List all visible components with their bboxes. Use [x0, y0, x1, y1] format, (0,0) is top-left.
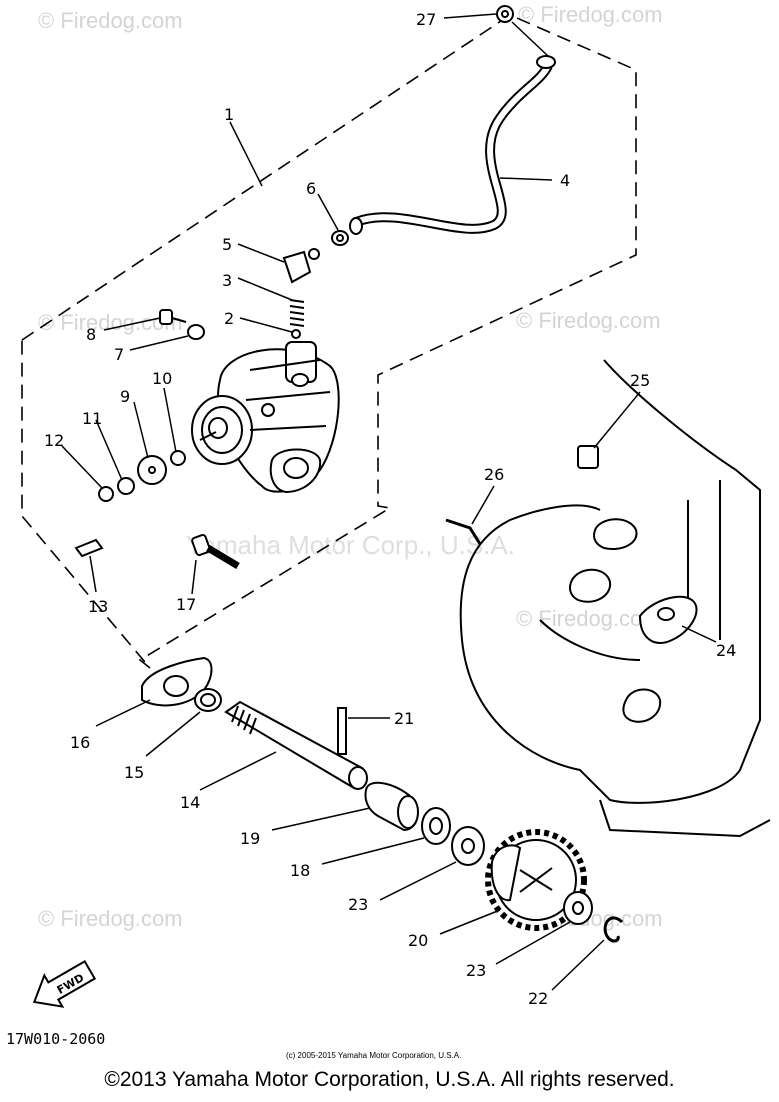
cover-9-center: [148, 466, 156, 474]
callout-2: 2: [224, 309, 234, 328]
washer-11: [117, 477, 135, 495]
callout-23: 23: [348, 895, 368, 914]
callout-5: 5: [222, 235, 232, 254]
callout-27: 27: [416, 10, 436, 29]
oil-pipe-highlight: [354, 64, 551, 232]
assembly-boundary: [21, 14, 637, 669]
nut-12: [98, 486, 114, 502]
callout-23-b: 23: [466, 961, 486, 980]
oil-pipe: [354, 63, 553, 234]
collar-19-end: [397, 795, 419, 829]
clamp-25: [577, 445, 599, 469]
washer-6-inner: [336, 234, 344, 242]
callout-10: 10: [152, 369, 172, 388]
watermark: © Firedog.com: [518, 2, 663, 27]
small-copyright: (c) 2005-2015 Yamaha Motor Corporation, …: [286, 1051, 461, 1060]
callout-4: 4: [560, 171, 570, 190]
callout-25: 25: [630, 371, 650, 390]
callout-11: 11: [82, 409, 102, 428]
watermark: © Firedog.com: [38, 8, 183, 33]
callout-26: 26: [484, 465, 504, 484]
callout-16: 16: [70, 733, 90, 752]
watermark: © Firedog.com: [38, 906, 183, 931]
screw-8-shank: [171, 317, 187, 323]
washer-23-b-inner: [572, 901, 584, 915]
callout-24: 24: [716, 641, 736, 660]
gasket-16-hole: [163, 675, 189, 697]
pipe-end: [349, 217, 363, 235]
callout-6: 6: [306, 179, 316, 198]
callout-8: 8: [86, 325, 96, 344]
callout-7: 7: [114, 345, 124, 364]
washer-7: [187, 324, 205, 340]
watermark: © Firedog.com: [516, 606, 661, 631]
callout-13: 13: [88, 597, 108, 616]
callout-9: 9: [120, 387, 130, 406]
washer-10: [170, 450, 186, 466]
bolt-27-inner: [501, 10, 509, 18]
center-watermark: Yamaha Motor Corp., U.S.A.: [186, 530, 515, 560]
callout-21: 21: [394, 709, 414, 728]
bolt-17-shank: [206, 544, 240, 570]
screw-8: [159, 309, 173, 325]
leader-lines: [61, 13, 717, 991]
callout-19: 19: [240, 829, 260, 848]
callout-3: 3: [222, 271, 232, 290]
forward-arrow-icon: FWD: [32, 959, 97, 1008]
callout-1: 1: [224, 105, 234, 124]
callout-22: 22: [528, 989, 548, 1008]
callout-12: 12: [44, 431, 64, 450]
bolt-17-head: [191, 533, 211, 557]
clip-26: [445, 518, 482, 545]
washer-18-inner: [429, 817, 443, 835]
spring-3: [289, 299, 305, 327]
callouts: 27 1 4 6 5 3 2 8 7 10 9 11 12 13 17 16 1…: [44, 10, 736, 1008]
circlip-22: [603, 916, 624, 943]
shaft-14-thread: [231, 705, 257, 735]
washer-23-inner: [461, 838, 475, 854]
gear-20: [485, 829, 587, 931]
shaft-14-end: [348, 766, 368, 790]
callout-15: 15: [124, 763, 144, 782]
o-ring-15-inner: [200, 693, 216, 707]
callout-20: 20: [408, 931, 428, 950]
union-bolt-5-head: [308, 248, 320, 260]
diagram-code: 17W010-2060: [6, 1030, 105, 1048]
ball-2: [291, 329, 301, 339]
callout-14: 14: [180, 793, 200, 812]
pin-21: [337, 707, 347, 755]
crankcase: [459, 359, 771, 838]
oil-pump: [191, 341, 340, 494]
pipe-end: [536, 55, 556, 69]
footer-copyright: ©2013 Yamaha Motor Corporation, U.S.A. A…: [104, 1068, 675, 1091]
watermark: © Firedog.com: [516, 308, 661, 333]
plate-24-hole: [657, 607, 675, 621]
clip-13: [74, 538, 104, 558]
callout-17: 17: [176, 595, 196, 614]
callout-18: 18: [290, 861, 310, 880]
union-bolt-5: [282, 250, 312, 284]
